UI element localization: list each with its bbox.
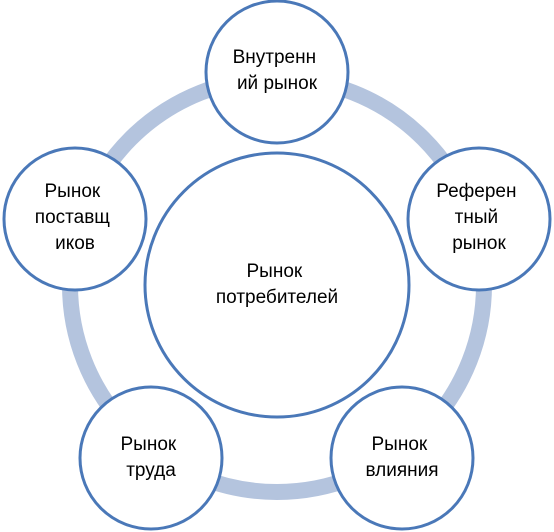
node-labour-market: Рынок труда — [78, 385, 224, 531]
svg-text:Референ тный рынок: Референ тный рынок — [436, 181, 522, 254]
svg-text:Рынок потребителей: Рынок потребителей — [216, 261, 338, 308]
node-circle-labour-market — [78, 385, 224, 531]
center-circle — [143, 151, 411, 419]
center-label-line-1: Рынок — [247, 261, 303, 282]
node-reference-market-line-3: рынок — [452, 233, 506, 254]
node-labour-market-line-2: труда — [126, 460, 176, 481]
node-reference-market-line-1: Референ — [436, 181, 516, 202]
center-label-line-2: потребителей — [216, 287, 338, 308]
node-suppliers-market-line-2: поставщ — [35, 207, 111, 228]
node-influence-market: Рынок влияния — [329, 385, 475, 531]
node-circle-influence-market — [329, 385, 475, 531]
node-circle-reference-market — [406, 146, 552, 292]
node-suppliers-market: Рынок поставщ иков — [2, 146, 148, 292]
svg-text:Внутренн ий рынок: Внутренн ий рынок — [233, 47, 322, 94]
node-reference-market: Референ тный рынок — [406, 146, 552, 292]
node-suppliers-market-line-1: Рынок — [45, 181, 101, 202]
node-circle-suppliers-market — [2, 146, 148, 292]
svg-text:Рынок поставщ иков: Рынок поставщ иков — [35, 181, 115, 254]
node-influence-market-line-2: влияния — [365, 460, 438, 481]
node-labour-market-line-1: Рынок — [121, 434, 177, 455]
center-node: Рынок потребителей — [143, 151, 411, 419]
node-suppliers-market-line-3: иков — [55, 233, 95, 254]
node-internal-market: Внутренн ий рынок — [204, 0, 350, 145]
node-circle-internal-market — [204, 0, 350, 145]
node-internal-market-line-1: Внутренн — [233, 47, 317, 68]
node-influence-market-line-1: Рынок — [372, 434, 428, 455]
svg-text:Рынок труда: Рынок труда — [121, 434, 182, 481]
node-reference-market-line-2: тный — [455, 207, 498, 228]
svg-text:Рынок влияния: Рынок влияния — [365, 434, 438, 481]
node-internal-market-line-2: ий рынок — [237, 73, 318, 94]
